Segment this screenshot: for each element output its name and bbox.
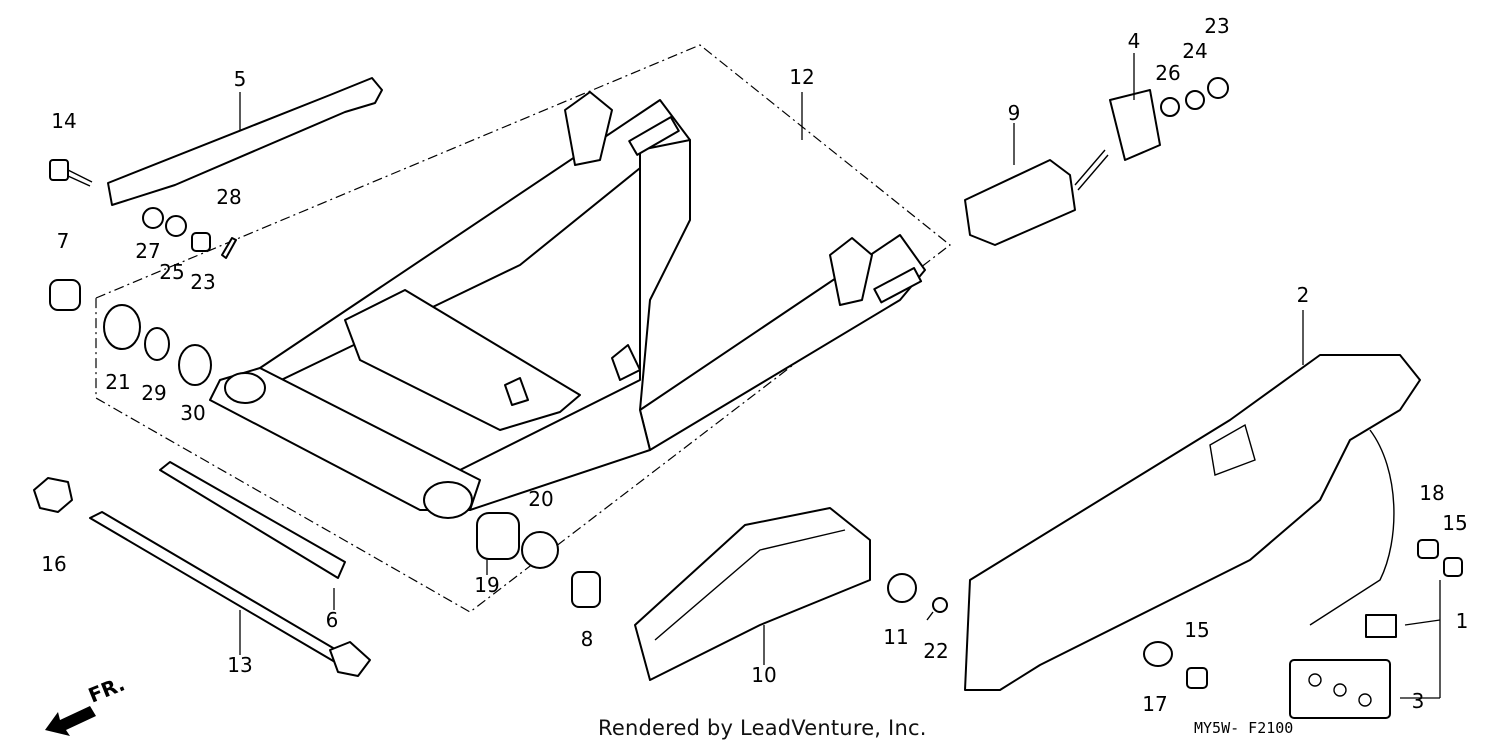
callout-numbers: 1234567891011121314151516171819202122232… [41, 14, 1468, 716]
callout-26: 26 [1155, 61, 1180, 85]
nut-16 [33, 477, 73, 513]
callout-23b: 23 [1204, 14, 1229, 38]
callout-15b: 15 [1184, 618, 1209, 642]
callout-16: 16 [41, 552, 66, 576]
swingarm [209, 91, 926, 519]
cotter-pin-28 [221, 237, 237, 259]
callout-21: 21 [105, 370, 130, 394]
front-label: FR. [85, 672, 128, 708]
chain-slider-10 [634, 507, 871, 681]
callout-19: 19 [474, 573, 499, 597]
washer-27 [142, 207, 164, 229]
callout-13: 13 [227, 653, 252, 677]
callout-15a: 15 [1442, 511, 1467, 535]
callout-5: 5 [234, 67, 247, 91]
callout-29: 29 [141, 381, 166, 405]
callout-24: 24 [1182, 39, 1207, 63]
callout-10: 10 [751, 663, 776, 687]
nut-15-right [1443, 557, 1463, 577]
callout-20: 20 [528, 487, 553, 511]
stay-bar [107, 77, 383, 206]
label-1 [1365, 614, 1397, 638]
collar-7 [49, 279, 81, 311]
callout-25: 25 [159, 260, 184, 284]
grommet-17 [1143, 641, 1173, 667]
callout-17: 17 [1142, 692, 1167, 716]
washer-26 [1160, 97, 1180, 117]
circlip-29 [144, 327, 170, 361]
adjuster-plate-4 [1109, 89, 1161, 161]
callout-18: 18 [1419, 481, 1444, 505]
callout-9: 9 [1008, 101, 1021, 125]
drive-chain [1309, 429, 1395, 626]
render-credit: Rendered by LeadVenture, Inc. [598, 716, 927, 740]
pivot-pipe-6 [159, 461, 346, 579]
callout-27: 27 [135, 239, 160, 263]
bearing-30 [178, 344, 212, 386]
washer-25 [165, 215, 187, 237]
callout-1: 1 [1456, 609, 1469, 633]
callout-4: 4 [1128, 29, 1141, 53]
grommet-11 [887, 573, 917, 603]
callout-11: 11 [883, 625, 908, 649]
callout-6: 6 [326, 608, 339, 632]
callout-7: 7 [57, 229, 70, 253]
callout-8: 8 [581, 627, 594, 651]
seal-20 [521, 531, 559, 569]
nut-23-right [1207, 77, 1229, 99]
callout-23a: 23 [190, 270, 215, 294]
pivot-axle-13 [89, 511, 371, 677]
chain-case-2 [964, 354, 1421, 691]
master-link-3 [1289, 659, 1391, 719]
screw-22 [926, 597, 948, 621]
seal-21 [103, 304, 141, 350]
collar-8 [571, 571, 601, 608]
callout-12: 12 [789, 65, 814, 89]
callout-30: 30 [180, 401, 205, 425]
callout-3: 3 [1412, 689, 1425, 713]
pivot-bolt-14 [49, 159, 93, 187]
chain-adjuster-9 [964, 149, 1109, 246]
assembly-boundary [95, 44, 951, 613]
callout-14: 14 [51, 109, 76, 133]
bearing-19 [476, 512, 520, 560]
bolt-18 [1417, 539, 1439, 559]
nut-23-left [191, 232, 211, 252]
diagram-code: MY5W- F2100 [1194, 719, 1294, 737]
front-direction-arrow: FR. [45, 672, 128, 736]
callout-28: 28 [216, 185, 241, 209]
callout-22: 22 [923, 639, 948, 663]
nut-24 [1185, 90, 1205, 110]
nut-15-lower [1186, 667, 1208, 689]
callout-2: 2 [1297, 283, 1310, 307]
